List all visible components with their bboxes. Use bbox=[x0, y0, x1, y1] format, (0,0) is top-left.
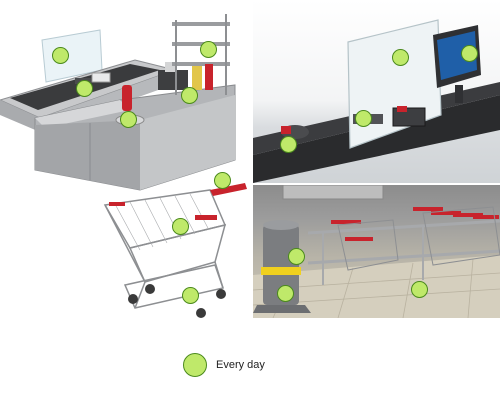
cleaning-point-icon bbox=[411, 281, 428, 298]
cleaning-point-icon bbox=[214, 172, 231, 189]
trolley-bay-drawing bbox=[253, 185, 500, 318]
cleaning-point-icon bbox=[461, 45, 478, 62]
cleaning-point-icon bbox=[280, 136, 297, 153]
checkout-screen-image bbox=[253, 0, 500, 183]
cleaning-point-icon bbox=[76, 80, 93, 97]
cleaning-point-icon bbox=[200, 41, 217, 58]
cleaning-point-icon bbox=[182, 287, 199, 304]
cleaning-point-icon bbox=[392, 49, 409, 66]
trolley-bay-image bbox=[253, 185, 500, 318]
legend-label: Every day bbox=[216, 359, 265, 371]
legend: Every day bbox=[183, 353, 265, 377]
cleaning-point-icon bbox=[288, 248, 305, 265]
cleaning-point-icon bbox=[277, 285, 294, 302]
cleaning-point-icon bbox=[120, 111, 137, 128]
cleaning-point-icon bbox=[52, 47, 69, 64]
shopping-trolley-drawing bbox=[103, 183, 247, 318]
cleaning-point-icon bbox=[181, 87, 198, 104]
cleaning-point-icon bbox=[355, 110, 372, 127]
checkout-counter-drawing bbox=[0, 14, 236, 191]
shopping-trolley-image bbox=[95, 170, 255, 320]
checkout-counter-image bbox=[0, 0, 250, 195]
legend-marker-icon bbox=[183, 353, 207, 377]
checkout-screen-drawing bbox=[253, 19, 500, 183]
cleaning-point-icon bbox=[172, 218, 189, 235]
